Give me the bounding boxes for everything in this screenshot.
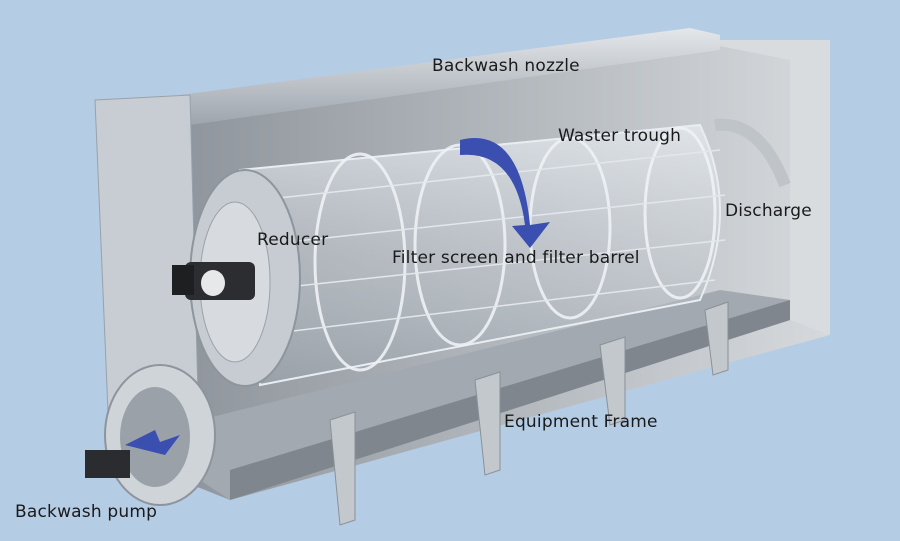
rotation-arrow (460, 138, 550, 248)
label-discharge: Discharge (725, 201, 812, 221)
discharge-pipe (714, 118, 791, 188)
label-filter-screen: Filter screen and filter barrel (392, 248, 640, 268)
filter-drum (238, 123, 726, 387)
label-waste-trough: Waster trough (558, 126, 682, 146)
label-backwash-nozzle: Backwash nozzle (432, 56, 580, 76)
backwash-pump (85, 364, 216, 506)
label-backwash-pump: Backwash pump (15, 502, 158, 522)
label-reducer: Reducer (257, 230, 329, 250)
label-equipment-frame: Equipment Frame (504, 412, 658, 432)
reducer (172, 169, 301, 387)
